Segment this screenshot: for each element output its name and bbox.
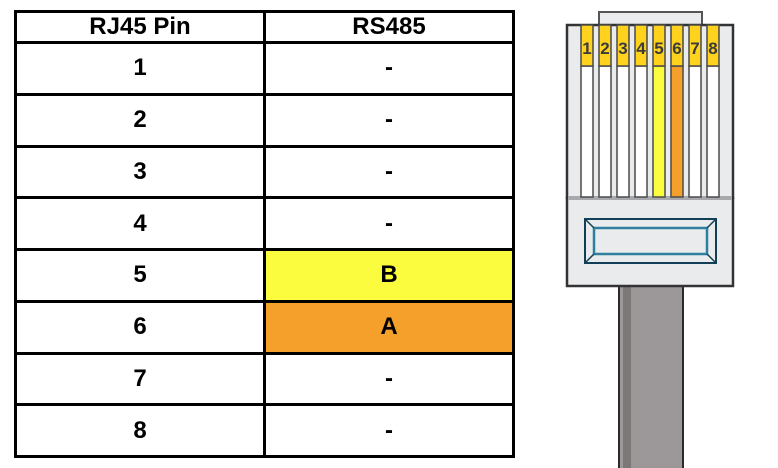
cable	[618, 285, 684, 468]
pin-contact	[706, 24, 720, 67]
rs485-signal-cell: -	[263, 41, 515, 96]
pin-number-cell: 3	[14, 144, 266, 200]
table-row: 1-	[14, 41, 515, 96]
pin-number-label: 8	[708, 39, 717, 58]
table-row: 2-	[14, 92, 515, 148]
pin-number-cell: 6	[14, 299, 266, 355]
rs485-signal-cell: -	[263, 351, 515, 407]
table-header-row: RJ45 Pin RS485	[14, 10, 515, 44]
pin-contact	[652, 24, 666, 67]
wire-channel	[670, 65, 684, 198]
header-rs485: RS485	[263, 10, 515, 44]
table-row: 8-	[14, 403, 515, 458]
header-rj45-pin: RJ45 Pin	[14, 10, 266, 44]
pin-number-cell: 7	[14, 351, 266, 407]
rs485-signal-cell: B	[263, 248, 515, 303]
table-row: 7-	[14, 351, 515, 407]
pin-contact	[634, 24, 648, 67]
rs485-signal-cell: A	[263, 299, 515, 355]
pin-contact	[598, 24, 612, 67]
pin-number-label: 6	[672, 39, 681, 58]
pin-number-cell: 8	[14, 403, 266, 458]
table-row: 3-	[14, 144, 515, 200]
pin-number-cell: 2	[14, 92, 266, 148]
pin-number-label: 5	[654, 39, 663, 58]
pin-contact	[688, 24, 702, 67]
head-body-divider	[568, 196, 732, 200]
pin-number-cell: 5	[14, 248, 266, 303]
wire-channel	[580, 65, 594, 198]
pin-number-label: 4	[636, 39, 646, 58]
rs485-signal-cell: -	[263, 92, 515, 148]
wire-channel	[598, 65, 612, 198]
wire-channel	[634, 65, 648, 198]
pin-contact	[670, 24, 684, 67]
rs485-signal-cell: -	[263, 144, 515, 200]
pin-number-label: 1	[582, 39, 591, 58]
cable-shadow-stripe	[623, 287, 631, 468]
pin-contact	[580, 24, 594, 67]
pin-number-cell: 4	[14, 196, 266, 251]
rs485-signal-cell: -	[263, 196, 515, 251]
wire-channel	[688, 65, 702, 198]
pin-number-label: 3	[618, 39, 627, 58]
wire-channel	[616, 65, 630, 198]
table-row: 4-	[14, 196, 515, 251]
pin-contact	[616, 24, 630, 67]
pin-number-label: 7	[690, 39, 699, 58]
rs485-signal-cell: -	[263, 403, 515, 458]
strain-relief-window	[584, 218, 717, 264]
wire-channel	[706, 65, 720, 198]
pin-number-label: 2	[600, 39, 609, 58]
window-inner-frame	[592, 226, 709, 256]
window-bevel-lines	[584, 218, 717, 264]
pin-number-cell: 1	[14, 41, 266, 96]
wire-channel	[652, 65, 666, 198]
